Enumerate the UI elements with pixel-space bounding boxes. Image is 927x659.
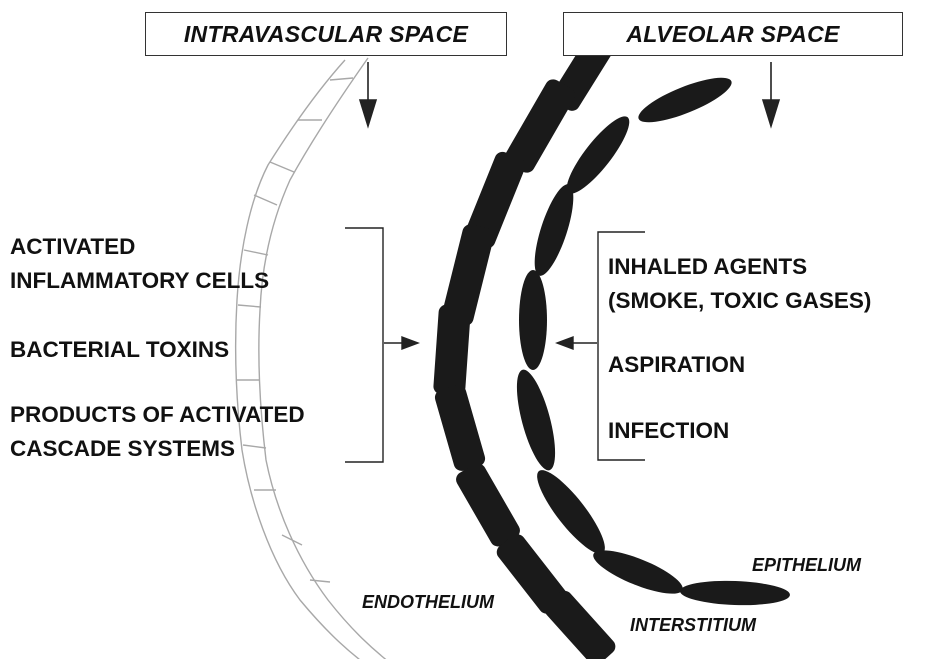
cascade-line2: CASCADE SYSTEMS bbox=[10, 434, 235, 464]
activated-cells-line2: INFLAMMATORY CELLS bbox=[10, 266, 269, 296]
alveolar-space-header: ALVEOLAR SPACE bbox=[563, 12, 903, 56]
epithelial-cell bbox=[589, 542, 688, 602]
arrow-left-head bbox=[557, 337, 573, 349]
arrow-down-right-head bbox=[763, 100, 779, 126]
epithelial-cell bbox=[680, 579, 791, 607]
arrow-down-left-head bbox=[360, 100, 376, 126]
epithelial-cell bbox=[519, 270, 547, 370]
intravascular-space-header: INTRAVASCULAR SPACE bbox=[145, 12, 507, 56]
dark-cell bbox=[433, 383, 487, 473]
infection-label: INFECTION bbox=[608, 416, 729, 446]
endothelium-left-wall bbox=[236, 60, 385, 659]
arrow-right-head bbox=[402, 337, 418, 349]
interstitium-label: INTERSTITIUM bbox=[630, 615, 756, 636]
epithelial-cell bbox=[509, 366, 563, 474]
inhaled-agents-line2: (SMOKE, TOXIC GASES) bbox=[608, 286, 871, 316]
inhaled-agents-line1: INHALED AGENTS bbox=[608, 252, 807, 282]
epithelium-cell-layer bbox=[509, 69, 790, 607]
bacterial-toxins-label: BACTERIAL TOXINS bbox=[10, 335, 229, 365]
alveolar-space-label: ALVEOLAR SPACE bbox=[626, 21, 839, 48]
left-bracket bbox=[345, 228, 383, 462]
brackets bbox=[345, 228, 645, 462]
endothelium-label: ENDOTHELIUM bbox=[362, 592, 494, 613]
activated-cells-line1: ACTIVATED bbox=[10, 232, 135, 262]
endothelium-layer bbox=[236, 58, 402, 659]
aspiration-label: ASPIRATION bbox=[608, 350, 745, 380]
epithelial-cell bbox=[634, 69, 736, 131]
epithelium-label: EPITHELIUM bbox=[752, 555, 861, 576]
side-arrows bbox=[384, 337, 597, 349]
endothelium-cell-borders bbox=[237, 78, 353, 582]
cascade-line1: PRODUCTS OF ACTIVATED bbox=[10, 400, 305, 430]
intravascular-space-label: INTRAVASCULAR SPACE bbox=[184, 21, 468, 48]
dark-cell bbox=[433, 304, 471, 396]
epithelial-cell bbox=[527, 180, 581, 279]
epithelial-cell bbox=[528, 462, 614, 561]
